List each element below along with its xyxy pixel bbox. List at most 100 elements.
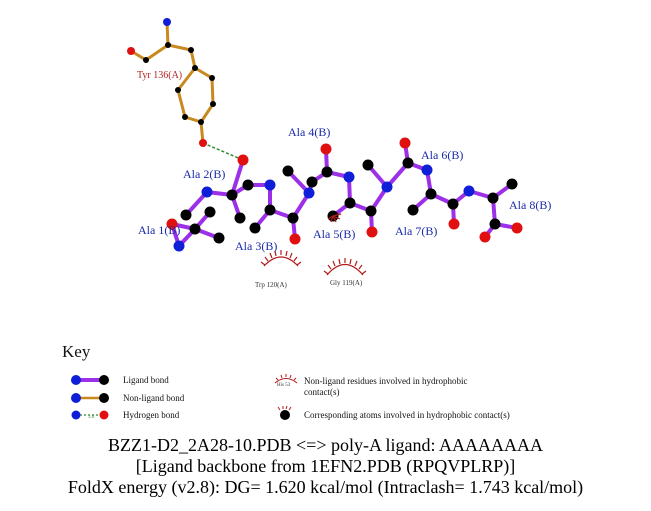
atom-n xyxy=(381,181,393,193)
legend-hydrogen-bond-sample: 3.0 xyxy=(71,410,109,420)
legend-nonligand-bond-sample xyxy=(71,393,109,403)
ala4-label: Ala 4(B) xyxy=(288,125,330,139)
atom-n xyxy=(201,186,213,198)
tyr-bond xyxy=(166,43,193,52)
atom-o xyxy=(448,218,460,230)
atom-n xyxy=(173,240,185,252)
atom-c xyxy=(234,212,246,224)
atom-c xyxy=(209,75,215,81)
trp120-hydrophobic-arc xyxy=(263,256,299,267)
atom-o xyxy=(366,226,378,238)
legend-hbond-length: 3.0 xyxy=(88,415,95,420)
legend-title: Key xyxy=(62,342,91,361)
atom-c xyxy=(506,178,518,190)
atom-c xyxy=(249,222,261,234)
atom-c xyxy=(165,42,171,48)
atom-c xyxy=(213,232,225,244)
ala5-label: Ala 5(B) xyxy=(313,227,355,241)
trp120-label: Trp 120(A) xyxy=(255,281,287,289)
legend-his-label: His 53 xyxy=(277,383,291,388)
legend-ligand-bond-label: Ligand bond xyxy=(123,375,169,385)
tyr-ring-bond xyxy=(210,76,215,106)
atom-n xyxy=(421,164,433,176)
residue-labels: Tyr 136(A) Ala 1(B) Ala 2(B) Ala 3(B) Al… xyxy=(137,70,551,289)
hydrogen-bond xyxy=(202,142,244,161)
caption-line-1: BZZ1-D2_2A28-10.PDB <=> poly-A ligand: A… xyxy=(108,435,543,455)
tyr-bond xyxy=(144,43,170,62)
ala7-label: Ala 7(B) xyxy=(395,224,437,238)
legend-ligand-bond-sample xyxy=(71,375,109,385)
atom-c xyxy=(287,212,299,224)
tyr-ring-bond xyxy=(176,66,197,92)
tyr136-label: Tyr 136(A) xyxy=(137,70,182,81)
atom-c xyxy=(487,192,499,204)
atom-n xyxy=(163,18,171,26)
tyr-ring-bond xyxy=(199,102,215,124)
legend-hydrophobic-residue-label-1: Non-ligand residues involved in hydropho… xyxy=(304,376,467,386)
atom-o xyxy=(320,143,332,155)
ala2-label: Ala 2(B) xyxy=(183,167,225,181)
atom-c xyxy=(242,179,254,191)
atom-c xyxy=(264,204,276,216)
atom-c xyxy=(226,189,238,201)
trp120-arc-spokes xyxy=(260,250,302,266)
atom-o xyxy=(166,218,178,230)
tyr-ring-bond xyxy=(176,88,187,119)
atom-c xyxy=(204,206,216,218)
atom-c xyxy=(447,198,459,210)
gly119-arc-spokes xyxy=(323,258,367,275)
atom-c xyxy=(192,65,198,71)
atoms xyxy=(127,18,523,252)
caption-line-3: FoldX energy (v2.8): DG= 1.620 kcal/mol … xyxy=(67,477,584,497)
atom-c xyxy=(188,47,194,53)
atom-c xyxy=(344,197,356,209)
atom-c xyxy=(189,223,201,235)
atom-o xyxy=(289,233,301,245)
atom-c xyxy=(282,165,294,177)
atom-c xyxy=(407,204,419,216)
atom-c xyxy=(402,157,414,169)
tyr-bond xyxy=(189,48,197,70)
atom-o xyxy=(237,154,249,166)
atom-o xyxy=(511,222,523,234)
hydrophobic-contacts xyxy=(260,213,367,276)
atom-c xyxy=(321,166,333,178)
atom-c xyxy=(210,101,216,107)
atom-o xyxy=(199,139,207,147)
atom-c xyxy=(143,57,149,63)
atom-c xyxy=(365,205,377,217)
gly119-label: Gly 119(A) xyxy=(330,279,363,287)
ala1-label: Ala 1(B) xyxy=(138,223,180,237)
atom-n xyxy=(264,179,276,191)
legend-hydrophobic-atom-sample xyxy=(277,405,292,420)
atom-o xyxy=(127,47,135,55)
ala5-atom-contact-spokes xyxy=(327,213,342,223)
legend: Key Ligand bond Non-ligand bond 3.0 Hydr… xyxy=(62,342,510,420)
legend-hydrophobic-residue-label-2: contact(s) xyxy=(304,387,339,397)
legend-nonligand-bond-label: Non-ligand bond xyxy=(123,393,185,403)
atom-o xyxy=(399,137,411,149)
legend-hydrophobic-atoms-label: Corresponding atoms involved in hydropho… xyxy=(304,410,510,420)
tyr-ring-bond xyxy=(193,66,214,80)
atom-n xyxy=(303,187,315,199)
atom-c xyxy=(362,159,374,171)
caption-line-2: [Ligand backbone from 1EFN2.PDB (RPQVPLR… xyxy=(135,456,516,476)
ala3-label: Ala 3(B) xyxy=(235,239,277,253)
atom-c xyxy=(180,209,192,221)
atom-n xyxy=(463,185,475,197)
atom-c xyxy=(489,218,501,230)
gly119-hydrophobic-arc xyxy=(326,263,364,276)
legend-hydrophobic-residue-sample xyxy=(274,374,298,384)
atom-c xyxy=(182,114,188,120)
atom-c xyxy=(425,188,437,200)
ala6-label: Ala 6(B) xyxy=(421,148,463,162)
atom-c xyxy=(306,176,318,188)
ala8-label: Ala 8(B) xyxy=(509,198,551,212)
atom-c xyxy=(175,87,181,93)
atom-o xyxy=(479,231,491,243)
legend-hydrogen-bond-label: Hydrogen bond xyxy=(123,410,180,420)
atom-c xyxy=(198,119,204,125)
atom-n xyxy=(343,171,355,183)
